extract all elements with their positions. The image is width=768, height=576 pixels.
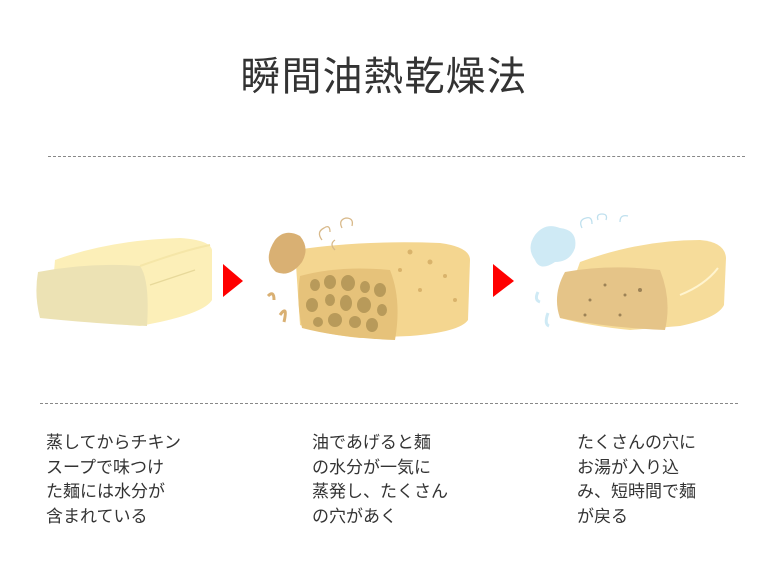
bottom-divider: [40, 403, 738, 404]
fried-noodle-block-image: [266, 217, 470, 340]
step-3-description: たくさんの穴に お湯が入り込 み、短時間で麺 が戻る: [577, 433, 696, 527]
steamed-noodle-block-image: [36, 238, 212, 326]
step-1-description: 蒸してからチキン スープで味つけ た麺には水分が 含まれている: [46, 433, 181, 527]
arrow-right-icon: [493, 264, 514, 297]
step-2-description: 油であげると麺 の水分が一気に 蒸発し、たくさん の穴があく: [312, 433, 448, 527]
top-divider: [48, 156, 745, 157]
arrow-right-icon: [223, 264, 243, 297]
rehydrated-noodle-block-image: [530, 213, 726, 330]
page-title: 瞬間油熱乾燥法: [240, 54, 528, 100]
